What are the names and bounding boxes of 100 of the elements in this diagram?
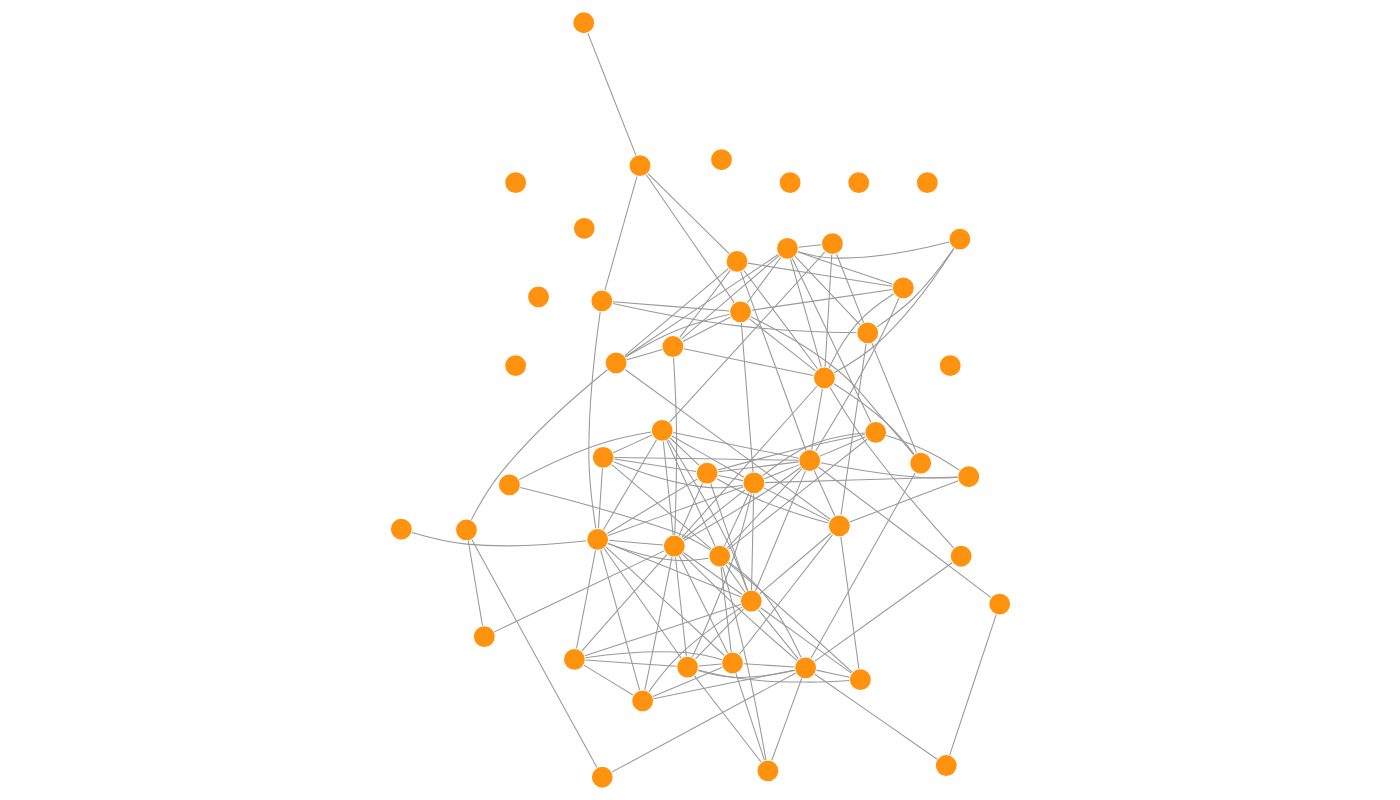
connector [583,603,741,657]
connector [759,607,852,674]
node-circle [812,366,836,390]
node-circle [562,647,586,671]
connector [652,669,795,700]
connector [584,659,677,667]
connector [813,562,953,662]
node-circle [855,321,879,345]
connector [763,464,800,480]
connector [613,458,697,472]
connector [678,269,731,338]
connector [647,173,730,255]
node-circle [947,227,972,251]
connector [670,435,745,478]
connector [742,269,818,370]
node-circle [707,544,731,568]
connector [817,466,991,598]
connector [606,478,698,534]
node-circle [662,534,686,558]
node-circle [627,154,652,178]
connector [829,387,954,549]
connector [819,462,958,479]
connector [738,534,833,655]
connector [742,663,795,668]
connector [818,436,866,457]
node-circle [591,445,615,469]
node-circle [589,289,613,313]
connector [599,549,640,691]
connector [754,470,806,592]
connector [770,677,802,761]
connector [682,489,746,540]
node-circle [741,471,765,495]
connector [662,441,674,536]
connector [797,244,822,248]
connector [876,247,954,328]
connector [610,464,711,550]
connector [607,486,744,537]
connector [746,256,781,304]
connector [748,318,816,372]
connector [832,383,915,455]
connector [681,316,731,342]
connector [694,608,744,660]
node-circle [755,759,780,783]
connector [682,348,814,377]
connector [746,262,893,287]
connector [848,480,959,523]
node-circle [571,11,595,35]
connector [750,493,754,591]
connector [597,468,603,529]
connector [870,342,917,454]
node-circle [675,655,699,679]
connector [612,461,743,489]
connector [764,476,958,484]
connector [678,555,728,654]
connector [667,439,748,592]
connector [717,461,799,473]
connector [697,663,722,667]
node-circle [728,300,752,324]
node-circle [848,668,872,692]
connector [810,472,916,659]
connector [580,553,667,652]
connector [789,258,822,368]
connector [602,439,657,531]
connector [680,255,780,340]
node-circle [949,544,973,568]
node-circle [827,514,851,538]
node-circle [660,334,685,359]
connector [672,432,799,459]
node-circle [454,518,478,542]
connector [839,343,867,516]
connector [794,255,860,326]
node-circle [472,625,496,649]
connector [828,293,894,369]
connector [680,385,817,539]
connector [725,564,745,593]
connector [824,254,832,368]
connector [717,474,744,482]
node-circle [720,651,744,675]
connector [791,258,871,423]
connector [582,664,633,696]
node-circle [777,170,802,195]
connector [697,669,795,678]
connector [697,669,850,683]
connector [727,438,868,550]
connector [470,539,597,769]
connector [672,357,677,536]
node-circle [793,656,817,680]
node-circle [987,592,1011,616]
connector [739,271,806,451]
connector [586,32,636,156]
connector [611,672,796,773]
connector [728,561,802,659]
node-circle [695,461,719,485]
connector [611,301,730,312]
connector [740,322,754,473]
connector [518,431,652,481]
node-circle [503,353,527,378]
connector [749,316,914,456]
connector [624,254,779,358]
node-circle [915,170,939,195]
